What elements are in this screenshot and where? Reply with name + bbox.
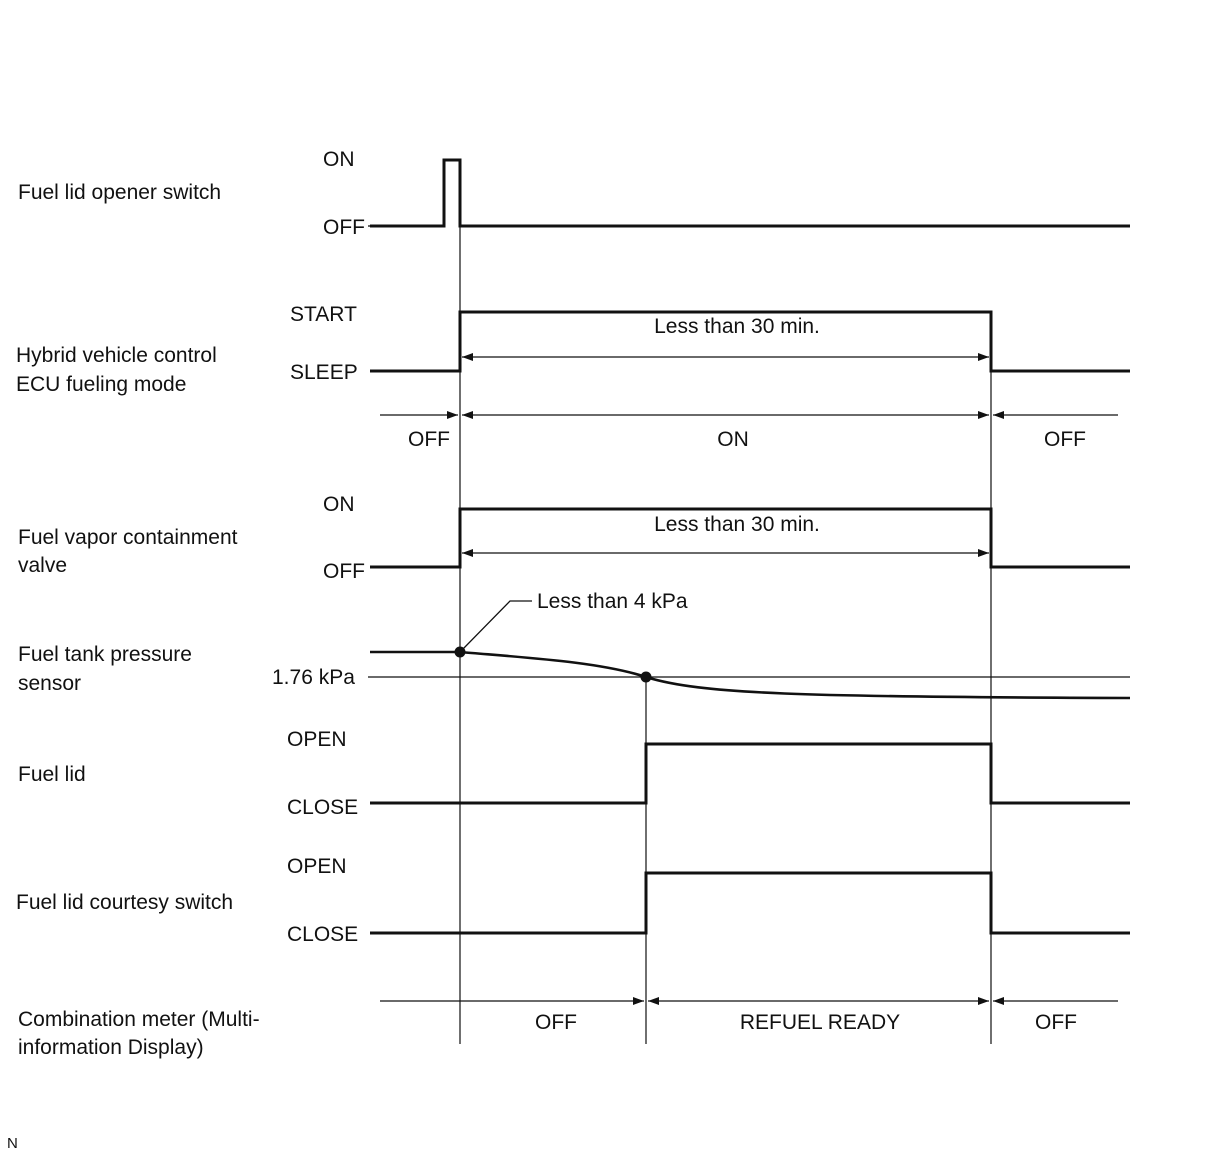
vapor-valve-label-line-2: valve: [18, 554, 67, 577]
signal-opener-switch: Fuel lid opener switch ON OFF: [18, 148, 1130, 239]
combination-meter-state-off-1: OFF: [535, 1011, 577, 1034]
fuel-lid-label: Fuel lid: [18, 763, 86, 786]
fueling-mode-duration-label: Less than 30 min.: [654, 315, 820, 338]
fueling-mode-state-off-2: OFF: [1044, 428, 1086, 451]
tank-pressure-label-line-2: sensor: [18, 672, 81, 695]
vapor-valve-label-line-1: Fuel vapor containment: [18, 526, 238, 549]
fueling-mode-state-off-1: OFF: [408, 428, 450, 451]
combination-meter-state-off-2: OFF: [1035, 1011, 1077, 1034]
tank-pressure-point-threshold: [640, 671, 652, 683]
tank-pressure-label-line-1: Fuel tank pressure: [18, 643, 192, 666]
fueling-mode-state-bar: OFF ON OFF: [380, 411, 1118, 451]
fueling-mode-label-line-2: ECU fueling mode: [16, 373, 186, 396]
tank-pressure-threshold-label: 1.76 kPa: [272, 666, 355, 689]
combination-meter-label-line-2: information Display): [18, 1036, 204, 1059]
vapor-valve-duration-label: Less than 30 min.: [654, 513, 820, 536]
combination-meter-label-line-1: Combination meter (Multi-: [18, 1008, 260, 1031]
tank-pressure-curve: [370, 650, 1131, 700]
fuel-lid-high-label: OPEN: [287, 728, 347, 751]
vapor-valve-low-label: OFF: [323, 560, 365, 583]
signal-fuel-lid: Fuel lid OPEN CLOSE: [18, 728, 1130, 819]
signal-courtesy-switch: Fuel lid courtesy switch OPEN CLOSE: [16, 855, 1130, 946]
opener-switch-waveform: [370, 158, 1130, 228]
combination-meter-state-bar: OFF REFUEL READY OFF: [380, 997, 1118, 1034]
fueling-mode-low-label: SLEEP: [290, 361, 358, 384]
figure-code: N: [7, 1135, 18, 1152]
courtesy-switch-label: Fuel lid courtesy switch: [16, 891, 233, 914]
combination-meter-state-refuel-ready: REFUEL READY: [740, 1011, 900, 1034]
vapor-valve-waveform: [370, 507, 1130, 569]
signal-combination-meter: Combination meter (Multi- information Di…: [18, 997, 1118, 1059]
signal-vapor-valve: Fuel vapor containment valve ON OFF Less…: [18, 493, 1130, 583]
fuel-lid-waveform: [370, 742, 1130, 805]
courtesy-switch-high-label: OPEN: [287, 855, 347, 878]
tank-pressure-annotation: Less than 4 kPa: [537, 590, 688, 613]
opener-switch-label: Fuel lid opener switch: [18, 181, 221, 204]
signal-tank-pressure: Fuel tank pressure sensor 1.76 kPa Less …: [18, 590, 1131, 700]
courtesy-switch-waveform: [370, 871, 1130, 935]
courtesy-switch-low-label: CLOSE: [287, 923, 358, 946]
opener-switch-high-label: ON: [323, 148, 355, 171]
tank-pressure-callout-leader: [461, 600, 532, 651]
opener-switch-low-label: OFF: [323, 216, 365, 239]
fueling-mode-label-line-1: Hybrid vehicle control: [16, 344, 217, 367]
fueling-mode-state-on: ON: [717, 428, 749, 451]
signal-fueling-mode: Hybrid vehicle control ECU fueling mode …: [16, 303, 1130, 451]
fueling-mode-waveform: [370, 310, 1130, 373]
fuel-lid-low-label: CLOSE: [287, 796, 358, 819]
fueling-mode-high-label: START: [290, 303, 357, 326]
vapor-valve-high-label: ON: [323, 493, 355, 516]
